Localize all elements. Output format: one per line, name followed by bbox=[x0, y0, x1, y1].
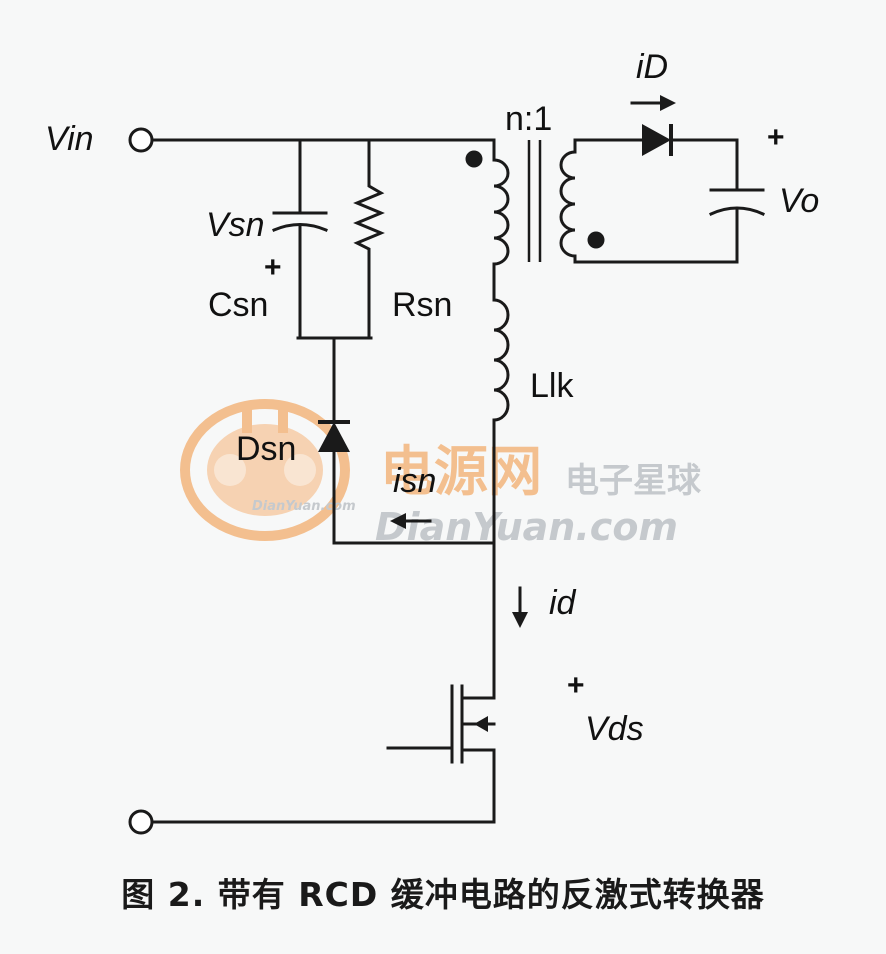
id-lower-arrow-icon bbox=[512, 586, 528, 628]
id-upper-label: iD bbox=[636, 48, 668, 86]
watermark-cn-brand: 电源网 bbox=[380, 440, 542, 503]
llk-label: Llk bbox=[530, 367, 574, 405]
secondary-dot-icon bbox=[587, 231, 605, 249]
turns-ratio-label: n:1 bbox=[505, 100, 552, 138]
isn-arrow-icon bbox=[390, 513, 432, 529]
primary-winding bbox=[492, 138, 510, 302]
vsn-plus-sign: + bbox=[264, 251, 282, 284]
dsn-label: Dsn bbox=[236, 430, 296, 468]
id-upper-arrow-icon bbox=[630, 95, 676, 111]
vin-terminal-bottom bbox=[128, 809, 154, 835]
snubber-resistor bbox=[353, 138, 385, 340]
output-diode bbox=[642, 124, 673, 156]
vds-plus-sign: + bbox=[567, 669, 585, 702]
figure-caption: 图 2. 带有 RCD 缓冲电路的反激式转换器 bbox=[121, 875, 765, 914]
primary-dot-icon bbox=[465, 150, 483, 168]
transformer-core bbox=[527, 140, 542, 262]
id-lower-label: id bbox=[549, 584, 577, 622]
output-capacitor bbox=[709, 188, 765, 264]
snubber-diode bbox=[318, 420, 350, 545]
vo-label: Vo bbox=[779, 182, 819, 220]
vo-plus-sign: + bbox=[767, 121, 785, 154]
vin-terminal-top bbox=[128, 127, 154, 153]
output-top-wire bbox=[669, 138, 739, 190]
vin-label: Vin bbox=[45, 120, 94, 158]
leakage-inductor bbox=[492, 298, 510, 700]
isn-label: isn bbox=[393, 462, 436, 500]
csn-label: Csn bbox=[208, 286, 268, 324]
vds-label: Vds bbox=[585, 710, 644, 748]
vsn-label: Vsn bbox=[206, 206, 265, 244]
watermark-cn-sub: 电子星球 bbox=[565, 461, 702, 501]
watermark: 电源网 电子星球 DianYuan.com DianYuan.com bbox=[180, 399, 702, 549]
watermark-logo-icon bbox=[180, 399, 350, 541]
mosfet-switch bbox=[386, 684, 496, 824]
secondary-winding bbox=[559, 138, 577, 264]
snubber-capacitor bbox=[272, 138, 328, 340]
watermark-small-url: DianYuan.com bbox=[252, 499, 356, 514]
rsn-label: Rsn bbox=[392, 286, 452, 324]
